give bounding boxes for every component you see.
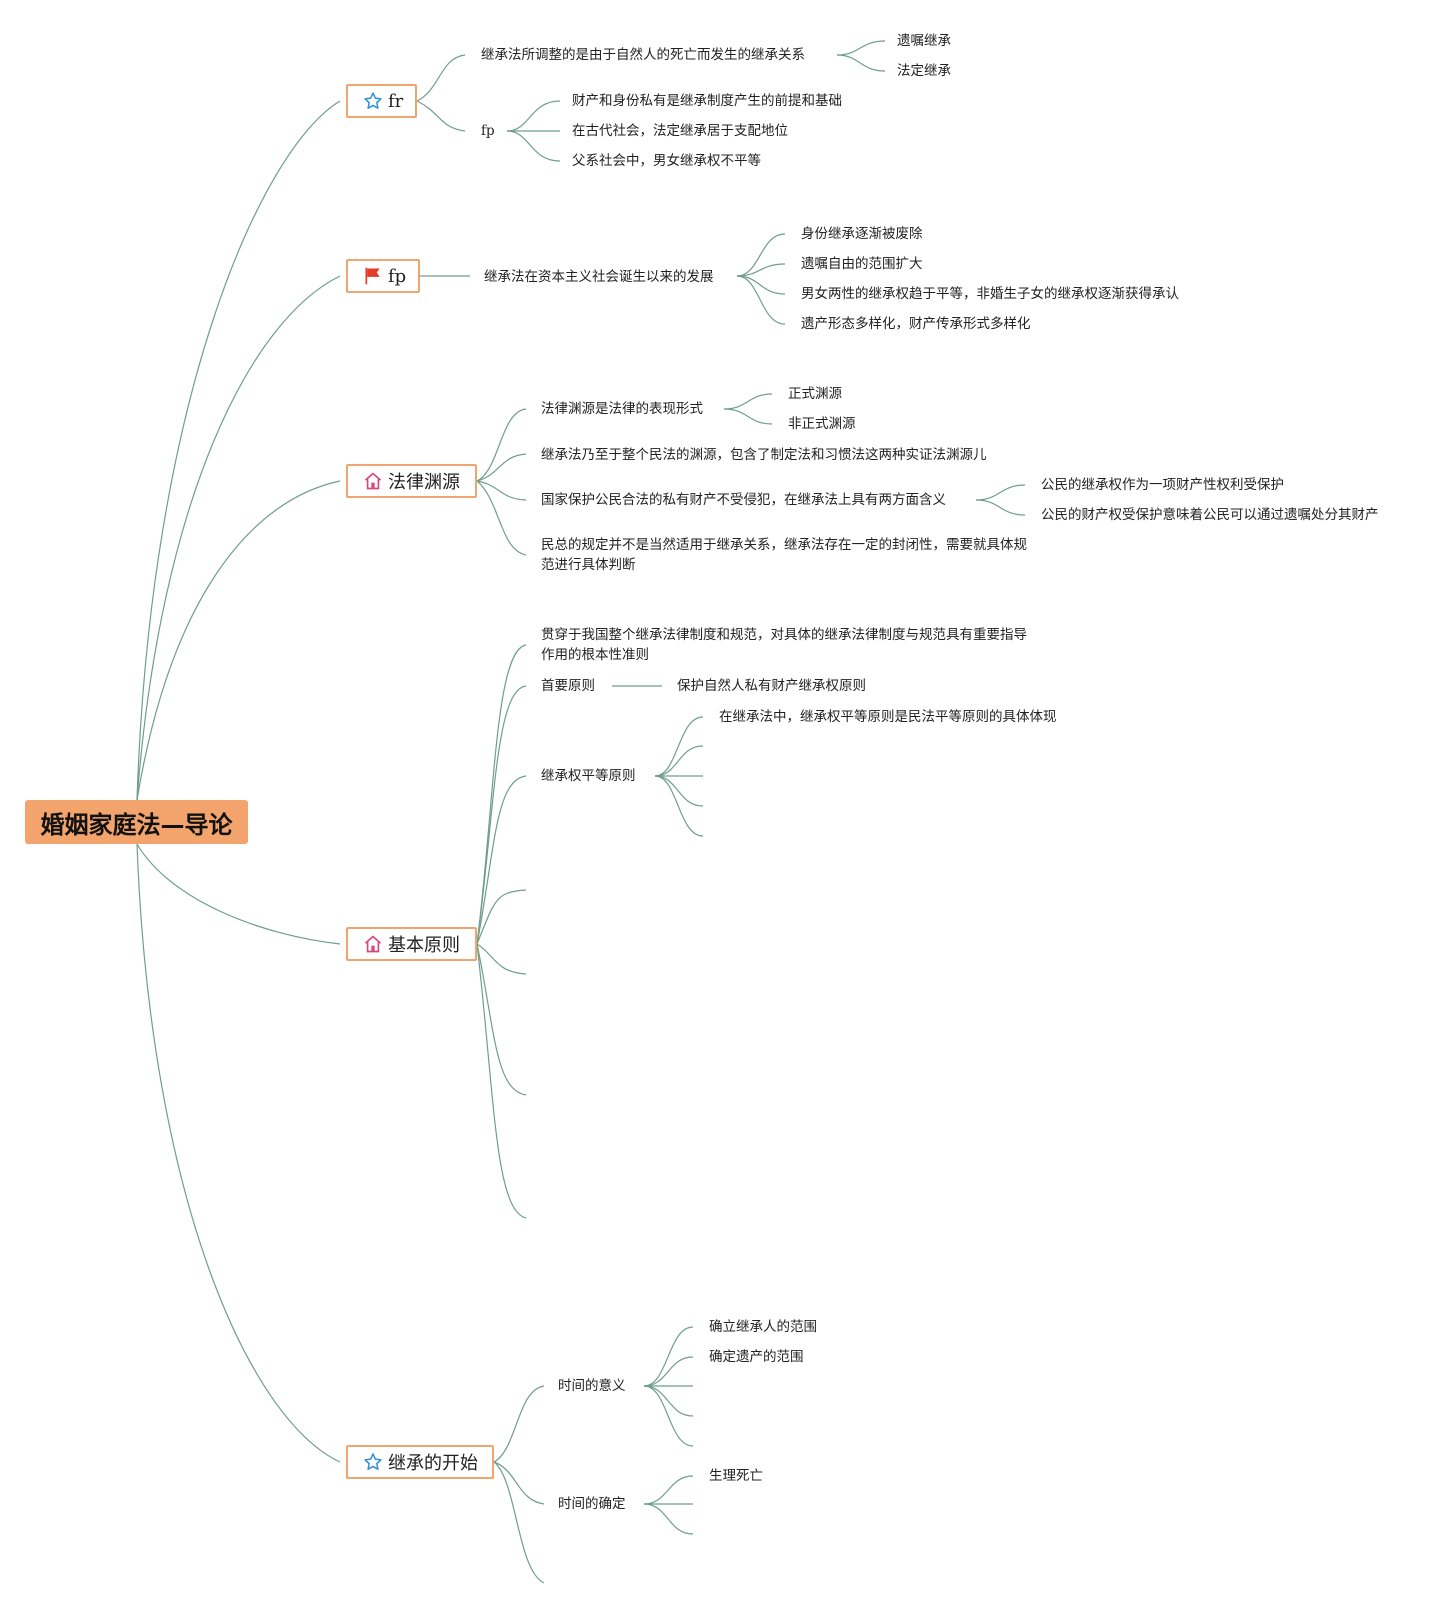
subtopic-label[interactable]: 继承权平等原则 (541, 768, 636, 784)
subtopic-label[interactable]: 继承法在资本主义社会诞生以来的发展 (484, 269, 714, 285)
subtopic-label[interactable]: 民总的规定并不是当然适用于继承关系，继承法存在一定的封闭性，需要就具体规范进行具… (541, 537, 1027, 573)
subtopic-label[interactable]: 国家保护公民合法的私有财产不受侵犯，在继承法上具有两方面含义 (541, 492, 946, 508)
topic-label: 法律渊源 (388, 472, 460, 493)
star-icon (362, 1451, 384, 1473)
home-icon (362, 933, 384, 955)
subtopic-label[interactable]: 遗嘱自由的范围扩大 (801, 256, 923, 272)
subtopic-label[interactable]: 财产和身份私有是继承制度产生的前提和基础 (572, 93, 842, 109)
topic-succession-start[interactable]: 继承的开始 (346, 1445, 494, 1479)
subtopic-label[interactable]: 遗产形态多样化，财产传承形式多样化 (801, 316, 1031, 332)
topic-fr[interactable]: fr (346, 84, 417, 118)
topic-label: 基本原则 (388, 935, 460, 956)
subtopic-label[interactable]: 确立继承人的范围 (709, 1319, 817, 1335)
subtopic-label[interactable]: 男女两性的继承权趋于平等，非婚生子女的继承权逐渐获得承认 (801, 286, 1179, 302)
home-icon (362, 470, 384, 492)
subtopic-label[interactable]: 时间的确定 (558, 1496, 626, 1512)
topic-label: 继承的开始 (388, 1453, 478, 1474)
subtopic-label[interactable]: 公民的财产权受保护意味着公民可以通过遗嘱处分其财产 (1041, 507, 1379, 523)
subtopic-label[interactable]: 遗嘱继承 (897, 33, 951, 49)
subtopic-label[interactable]: 父系社会中，男女继承权不平等 (572, 153, 761, 169)
subtopic-label[interactable]: 法定继承 (897, 63, 951, 79)
subtopic-label[interactable]: 非正式渊源 (788, 416, 856, 432)
topic-label: fp (388, 265, 407, 287)
subtopic-label[interactable]: 正式渊源 (788, 386, 842, 402)
subtopic-label[interactable]: 保护自然人私有财产继承权原则 (677, 678, 866, 694)
root-title: 婚姻家庭法—导论 (40, 810, 233, 839)
subtopic-label[interactable]: 在古代社会，法定继承居于支配地位 (572, 123, 788, 139)
subtopic-label[interactable]: 确定遗产的范围 (709, 1349, 804, 1365)
subtopic-label[interactable]: 贯穿于我国整个继承法律制度和规范，对具体的继承法律制度与规范具有重要指导作用的根… (541, 627, 1027, 663)
subtopic-label[interactable]: 身份继承逐渐被废除 (801, 226, 923, 242)
star-icon (362, 90, 384, 112)
subtopic-label[interactable]: 生理死亡 (709, 1468, 763, 1484)
root-topic[interactable]: 婚姻家庭法—导论 (25, 800, 248, 844)
subtopic-label[interactable]: 法律渊源是法律的表现形式 (541, 401, 703, 417)
subtopic-label[interactable]: 继承法乃至于整个民法的渊源，包含了制定法和习惯法这两种实证法渊源儿 (541, 447, 987, 463)
topic-fp[interactable]: fp (346, 259, 420, 293)
subtopic-label[interactable]: 时间的意义 (558, 1378, 626, 1394)
subtopic-label[interactable]: 公民的继承权作为一项财产性权利受保护 (1041, 477, 1284, 493)
subtopic-label[interactable]: 首要原则 (541, 678, 595, 694)
subtopic-label[interactable]: 在继承法中，继承权平等原则是民法平等原则的具体体现 (719, 709, 1057, 725)
subtopic-label[interactable]: 继承法所调整的是由于自然人的死亡而发生的继承关系 (481, 47, 805, 63)
subtopic-label[interactable]: fp (481, 123, 495, 139)
topic-legal-sources[interactable]: 法律渊源 (346, 464, 477, 498)
topic-label: fr (388, 90, 404, 112)
topic-basic-principles[interactable]: 基本原则 (346, 927, 477, 961)
flag-icon (362, 265, 384, 287)
